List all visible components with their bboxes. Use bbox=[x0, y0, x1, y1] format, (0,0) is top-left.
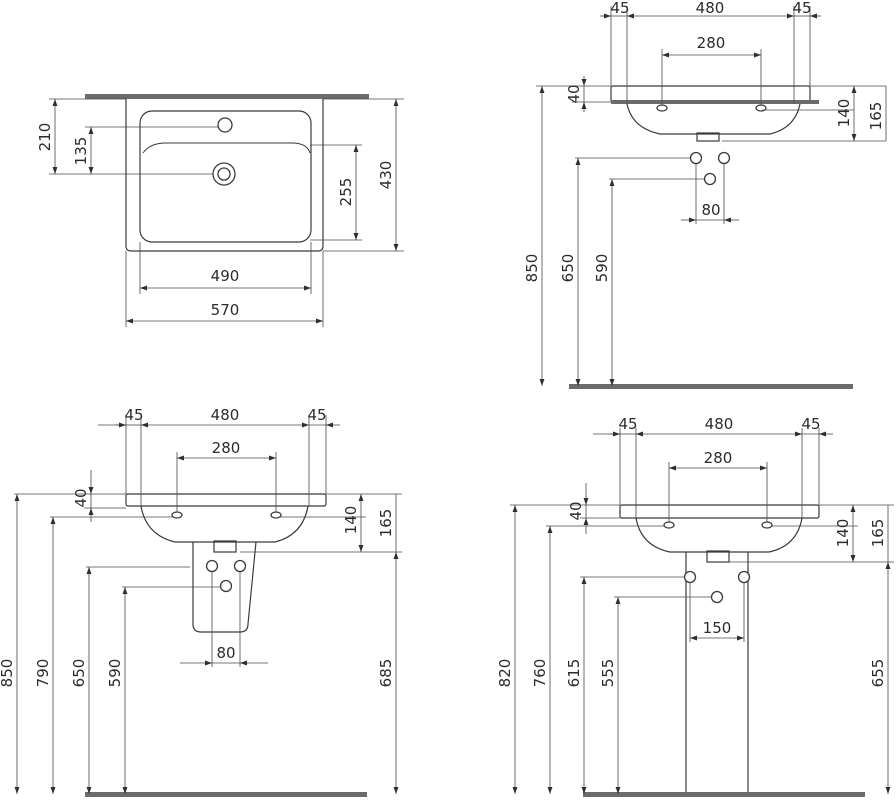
waste-outlet bbox=[706, 550, 730, 563]
dim-label: 570 bbox=[211, 301, 240, 319]
inner-bowl bbox=[139, 110, 312, 243]
dim-label: 480 bbox=[211, 406, 240, 424]
dim-label: 650 bbox=[70, 659, 88, 688]
basin-rim bbox=[125, 493, 327, 507]
dim-label: 480 bbox=[696, 0, 725, 17]
dim-label: 80 bbox=[701, 201, 720, 219]
water-supply-icon bbox=[689, 151, 703, 165]
dim-label: 280 bbox=[697, 34, 726, 52]
dim-label: 80 bbox=[216, 644, 235, 662]
dim-label: 45 bbox=[307, 406, 326, 424]
dim-label: 850 bbox=[0, 659, 16, 688]
dim-label: 650 bbox=[559, 254, 577, 283]
dim-label: 760 bbox=[531, 659, 549, 688]
dim-label: 45 bbox=[801, 415, 820, 433]
semi-pedestal bbox=[192, 541, 257, 633]
full-pedestal-view: 45 480 45 280 40 140 165 820 760 615 555… bbox=[496, 415, 894, 797]
wall-mount-bar bbox=[611, 100, 819, 104]
dim-label: 135 bbox=[72, 137, 90, 166]
dim-label: 280 bbox=[212, 439, 241, 457]
deck-line bbox=[142, 142, 311, 154]
dim-label: 165 bbox=[867, 102, 885, 131]
dim-label: 590 bbox=[106, 659, 124, 688]
dim-label: 150 bbox=[703, 619, 732, 637]
dim-label: 210 bbox=[36, 123, 54, 152]
dim-label: 45 bbox=[618, 415, 637, 433]
semi-pedestal-view: 45 480 45 280 40 140 165 850 790 650 590… bbox=[0, 406, 402, 797]
top-view: 210 135 255 430 490 570 bbox=[36, 94, 404, 327]
dim-label: 140 bbox=[835, 99, 853, 128]
waste-pipe-icon bbox=[703, 172, 717, 186]
water-supply-icon bbox=[717, 151, 731, 165]
water-supply-icon bbox=[683, 570, 697, 584]
dim-label: 45 bbox=[792, 0, 811, 17]
dim-label: 430 bbox=[377, 161, 395, 190]
wall-surface bbox=[85, 94, 369, 99]
dim-label: 615 bbox=[565, 659, 583, 688]
dim-label: 280 bbox=[704, 449, 733, 467]
dim-label: 490 bbox=[211, 267, 240, 285]
dim-label: 255 bbox=[337, 178, 355, 207]
dim-label: 140 bbox=[834, 519, 852, 548]
dim-label: 850 bbox=[523, 254, 541, 283]
basin-body bbox=[140, 505, 309, 543]
basin-rim bbox=[610, 85, 811, 103]
mounting-hole-icon bbox=[761, 521, 773, 529]
dim-label: 480 bbox=[705, 415, 734, 433]
dim-label: 655 bbox=[869, 659, 887, 688]
floor-surface bbox=[85, 792, 367, 797]
dim-label: 685 bbox=[377, 659, 395, 688]
wall-hung-view: 45 480 45 280 40 140 165 850 650 590 80 bbox=[523, 0, 887, 389]
basin-outline bbox=[125, 99, 324, 252]
mounting-hole-icon bbox=[656, 104, 668, 112]
waste-outlet bbox=[213, 540, 237, 553]
dim-label: 40 bbox=[567, 501, 585, 520]
dim-label: 590 bbox=[593, 254, 611, 283]
water-supply-icon bbox=[205, 559, 219, 573]
dim-label: 165 bbox=[377, 509, 395, 538]
dim-label: 165 bbox=[869, 519, 887, 548]
mounting-hole-icon bbox=[663, 521, 675, 529]
water-supply-icon bbox=[233, 559, 247, 573]
drain-inner-icon bbox=[217, 167, 231, 181]
waste-pipe-icon bbox=[710, 590, 724, 604]
tap-hole-icon bbox=[217, 117, 233, 133]
waste-pipe-icon bbox=[219, 579, 233, 593]
dim-label: 140 bbox=[342, 506, 360, 535]
floor-surface bbox=[583, 792, 865, 797]
basin-rim bbox=[619, 504, 820, 519]
dim-label: 40 bbox=[565, 84, 583, 103]
basin-body bbox=[626, 103, 801, 135]
water-supply-icon bbox=[737, 570, 751, 584]
dim-label: 555 bbox=[599, 659, 617, 688]
dim-label: 790 bbox=[34, 659, 52, 688]
basin-body bbox=[635, 517, 803, 553]
floor-surface bbox=[569, 384, 853, 389]
waste-outlet bbox=[696, 132, 720, 142]
dim-label: 45 bbox=[610, 0, 629, 17]
mounting-hole-icon bbox=[171, 511, 183, 519]
dim-label: 45 bbox=[124, 406, 143, 424]
dim-label: 40 bbox=[72, 488, 90, 507]
full-pedestal bbox=[685, 552, 749, 792]
dim-label: 820 bbox=[496, 659, 514, 688]
